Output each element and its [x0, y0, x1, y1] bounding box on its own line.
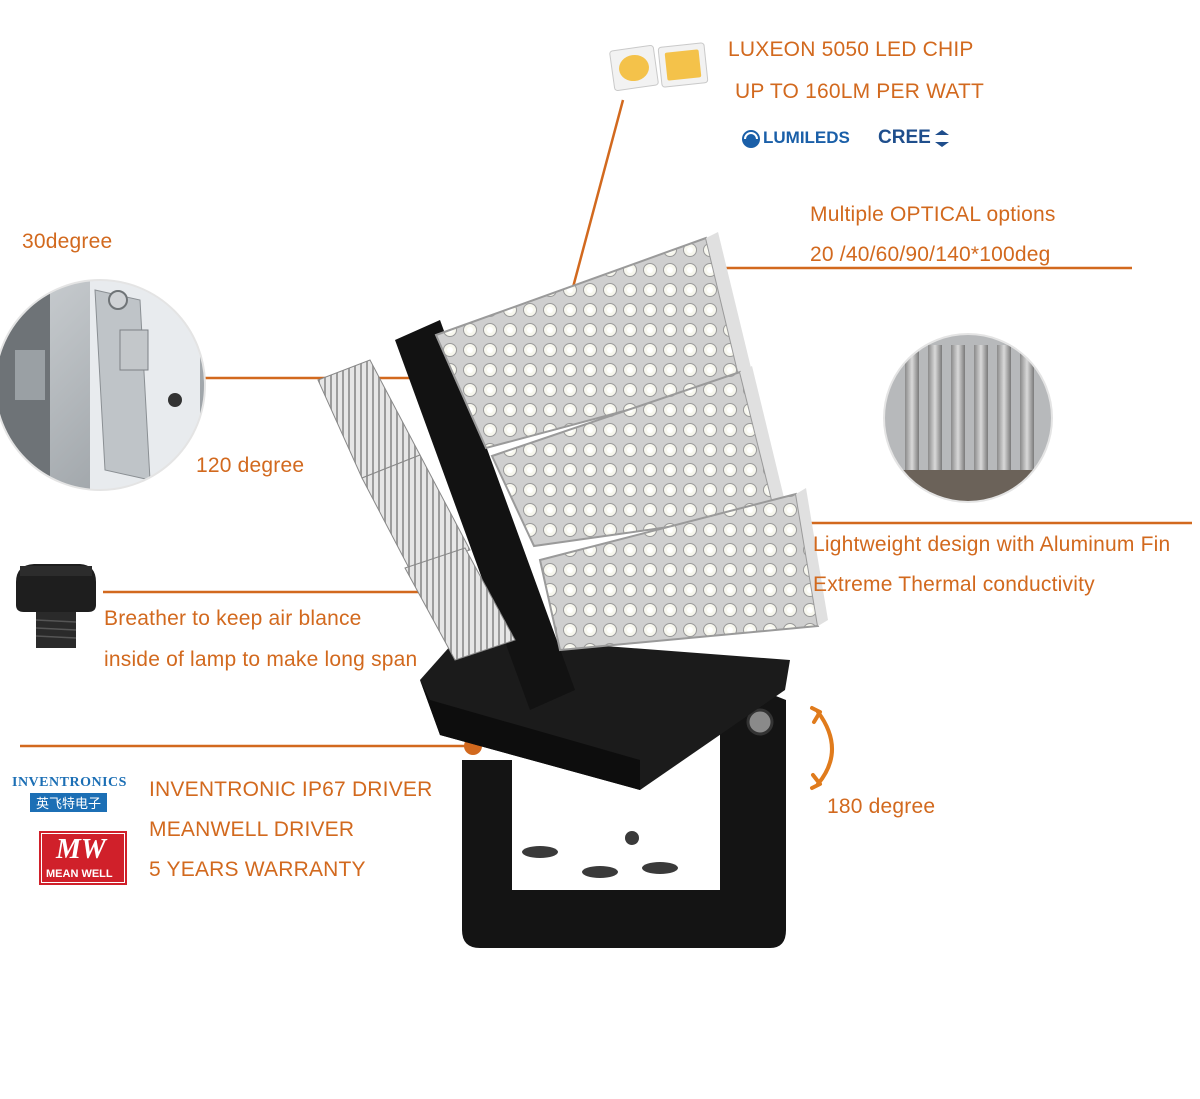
driver-label-1: INVENTRONIC IP67 DRIVER [149, 778, 433, 801]
cree-logo-text: CREE [878, 127, 931, 148]
lumileds-logo-text: LUMILEDS [763, 128, 850, 147]
lumileds-logo-icon [742, 130, 760, 148]
led-chip-label: LUXEON 5050 LED CHIP [728, 38, 974, 61]
inventronics-logo-text: INVENTRONICS [12, 775, 127, 790]
breather-label-1: Breather to keep air blance [104, 607, 362, 630]
cree-logo-icon [935, 130, 949, 147]
heatsink-fin-closeup-icon [884, 334, 1052, 502]
lightweight-label: Lightweight design with Aluminum Fin [813, 533, 1171, 556]
breather-label-2: inside of lamp to make long span [104, 648, 418, 671]
driver-label-2: MEANWELL DRIVER [149, 818, 355, 841]
warranty-label: 5 YEARS WARRANTY [149, 858, 366, 881]
optical-options-label: Multiple OPTICAL options [810, 203, 1056, 226]
inventronics-logo-cn: 英飞特电子 [30, 793, 108, 812]
breather-valve-icon [16, 564, 96, 648]
lm-per-watt-label: UP TO 160LM PER WATT [735, 80, 985, 103]
angle-180-label: 180 degree [827, 795, 936, 818]
meanwell-logo-text: MEAN WELL [46, 868, 113, 880]
angle-30-label: 30degree [22, 230, 113, 253]
floodlight-fixture [317, 232, 828, 948]
optical-angles-label: 20 /40/60/90/140*100deg [810, 243, 1051, 266]
meanwell-logo-icon [39, 831, 127, 885]
rotation-arrow-icon [810, 706, 834, 790]
bracket-closeup-icon [0, 280, 205, 490]
angle-120-label: 120 degree [196, 454, 305, 477]
thermal-label: Extreme Thermal conductivity [813, 573, 1095, 596]
meanwell-logo-mark: MW [56, 834, 106, 865]
led-chip-icon [609, 42, 709, 91]
